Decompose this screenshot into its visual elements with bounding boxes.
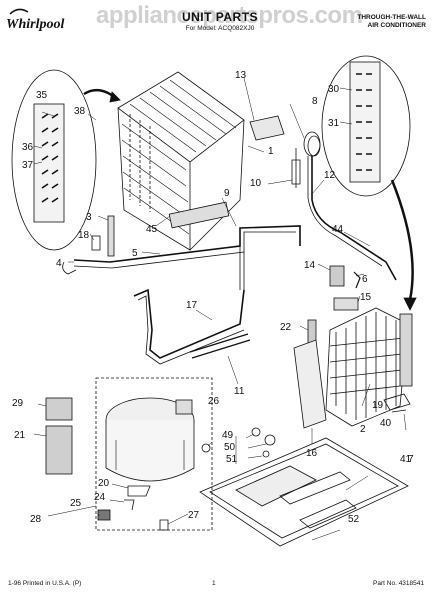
header-right: THROUGH-THE-WALL AIR CONDITIONER — [357, 14, 426, 30]
callout-15: 15 — [360, 292, 372, 303]
page-title: UNIT PARTS — [181, 10, 259, 24]
callout-38: 38 — [74, 106, 86, 117]
tube-9 — [239, 246, 245, 290]
whirlpool-logo: Whirlpool — [6, 8, 64, 32]
callout-30: 30 — [328, 84, 340, 95]
callout-24: 24 — [94, 492, 106, 503]
part-26 — [201, 443, 211, 453]
base-pan — [199, 437, 409, 547]
part-29 — [45, 397, 73, 421]
part-19 — [399, 313, 413, 387]
condenser-coil — [117, 71, 245, 251]
callout-7: 7 — [408, 454, 414, 465]
brand-logo-block: Whirlpool — [4, 6, 70, 34]
part-16 — [293, 339, 327, 429]
callout-13: 13 — [235, 70, 247, 81]
callout-14: 14 — [304, 260, 316, 271]
part-4 — [62, 261, 77, 275]
part-40 — [383, 393, 411, 411]
model-subtitle: For Model: ACQ082XJ0 — [185, 25, 255, 32]
callout-52: 52 — [348, 514, 360, 525]
part-14 — [329, 265, 345, 287]
callout-36: 36 — [22, 142, 34, 153]
callout-35: 35 — [36, 90, 48, 101]
tube-17 — [133, 288, 245, 359]
header-center: UNIT PARTS For Model: ACQ082XJ0 — [140, 10, 300, 32]
callout-10: 10 — [250, 178, 262, 189]
callout-40: 40 — [380, 418, 392, 429]
callout-37: 37 — [22, 160, 34, 171]
callout-26: 26 — [208, 396, 220, 407]
detail-circle-left — [11, 69, 97, 251]
part-15 — [333, 297, 359, 311]
callout-51: 51 — [226, 454, 238, 465]
callout-8: 8 — [312, 96, 318, 107]
part-24 — [124, 499, 135, 511]
part-20 — [127, 485, 151, 497]
compressor — [95, 377, 213, 531]
callout-20: 20 — [98, 478, 110, 489]
footer-part-number: Part No. 4318541 — [373, 580, 424, 587]
callout-5: 5 — [132, 248, 138, 259]
callout-22: 22 — [280, 322, 292, 333]
bracket-45 — [168, 201, 230, 229]
part-6 — [353, 271, 361, 289]
watermark-text: appliancepartspros.com — [96, 2, 363, 29]
callout-4: 4 — [56, 258, 62, 269]
part-25 — [97, 509, 111, 521]
tube-11 — [189, 333, 251, 359]
callout-16: 16 — [306, 448, 318, 459]
callout-29: 29 — [12, 398, 24, 409]
callout-12: 12 — [324, 170, 336, 181]
callout-18: 18 — [78, 230, 90, 241]
coil-detail-right — [349, 61, 381, 183]
leader-lines — [33, 77, 407, 541]
footer-page-number: 1 — [212, 580, 216, 587]
callout-19: 19 — [372, 400, 384, 411]
part-3 — [107, 215, 115, 257]
footer-print-info: 1-96 Printed in U.S.A. (P) — [8, 580, 82, 587]
part-49 — [251, 427, 261, 437]
callout-21: 21 — [14, 430, 26, 441]
callout-44: 44 — [332, 224, 344, 235]
part-13-shape — [249, 115, 285, 141]
part-18 — [91, 235, 101, 251]
callout-11: 11 — [234, 386, 245, 397]
callout-3: 3 — [86, 212, 92, 223]
evaporator-coil — [325, 307, 409, 427]
callout-9: 9 — [224, 188, 230, 199]
tubing-12-44 — [311, 156, 397, 281]
arrow-right-detail — [390, 179, 414, 301]
callout-17: 17 — [186, 300, 198, 311]
callout-numbers: 13 1 8 10 12 35 38 36 37 30 31 3 18 45 9… — [12, 70, 414, 525]
callout-31: 31 — [328, 118, 340, 129]
part-41 — [391, 409, 407, 413]
product-type-line1: THROUGH-THE-WALL — [357, 14, 426, 21]
callout-25: 25 — [70, 498, 82, 509]
callout-27: 27 — [188, 510, 200, 521]
callout-49: 49 — [222, 430, 234, 441]
capillary-coil — [303, 131, 321, 157]
product-type-line2: AIR CONDITIONER — [367, 22, 427, 29]
callout-1: 1 — [268, 146, 274, 157]
callout-2: 2 — [360, 424, 366, 435]
callout-6: 6 — [362, 274, 368, 285]
brand-name: Whirlpool — [6, 17, 64, 32]
callout-28: 28 — [30, 514, 42, 525]
callout-50: 50 — [224, 442, 236, 453]
part-51 — [262, 450, 270, 458]
part-50 — [264, 434, 276, 446]
tube-5 — [73, 225, 301, 263]
detail-circle-right — [321, 55, 411, 197]
callout-45: 45 — [146, 224, 158, 235]
callout-41: 41 — [400, 454, 412, 465]
part-27 — [159, 519, 169, 531]
part-21 — [45, 425, 73, 475]
